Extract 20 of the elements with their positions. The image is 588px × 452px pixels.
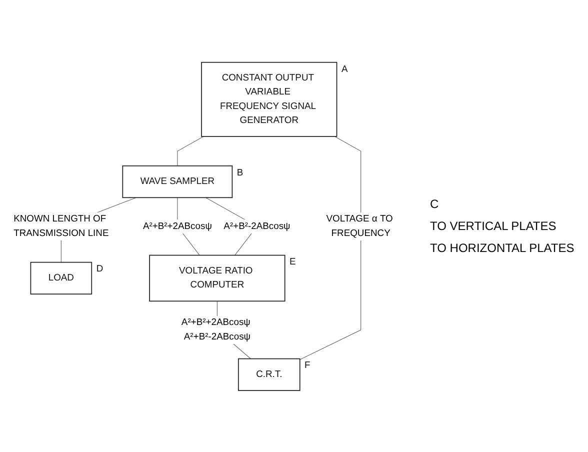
node-box: WAVE SAMPLER [122, 164, 233, 198]
node-letter: D [96, 262, 104, 274]
edge-label: KNOWN LENGTH OF TRANSMISSION LINE [14, 214, 109, 238]
node-letter: B [236, 166, 244, 177]
node-letter: E [290, 255, 296, 266]
node-box: VOLTAGE RATIO COMPUTER [149, 254, 286, 302]
edge-label: A²+B²+2ABcosψ [142, 220, 212, 231]
note-text: C [430, 197, 440, 211]
edge-label: A²+B²-2ABcosψ [224, 220, 290, 231]
connector [300, 136, 362, 360]
node-box: LOAD [30, 261, 92, 294]
node-letter: F [304, 358, 310, 370]
node-letter: A [341, 62, 348, 74]
node-box: CONSTANT OUTPUT VARIABLE FREQUENCY SIGNAL GENERATOR [201, 61, 338, 136]
note-text: TO VERTICAL PLATES [430, 219, 558, 233]
node-box: C.R.T. [238, 358, 300, 391]
connector [177, 136, 204, 166]
edge-label: VOLTAGE α TO FREQUENCY [326, 214, 393, 238]
note-text: TO HORIZONTAL PLATES [430, 241, 576, 255]
edge-label: A²+B²+2ABcosψ A²+B²-2ABcosψ [181, 317, 250, 342]
